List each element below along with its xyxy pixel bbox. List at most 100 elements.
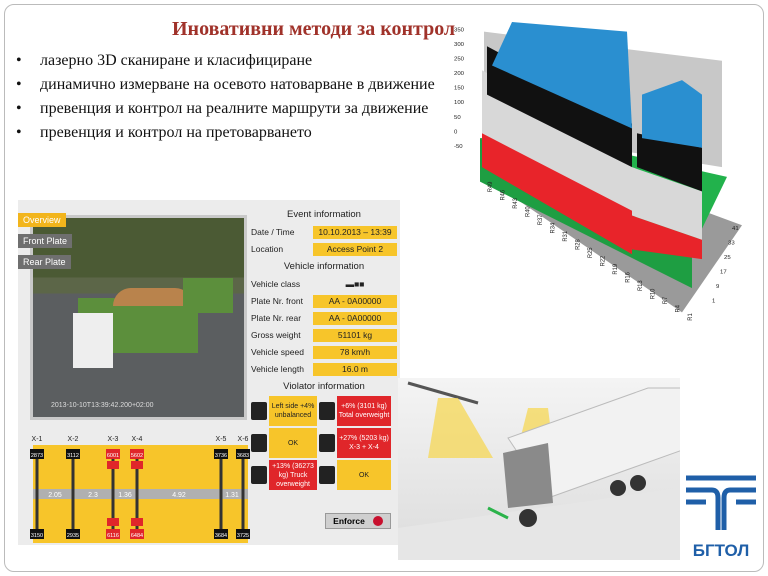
location-value: Access Point 2 [313,242,397,256]
axle-label: X-3 [108,436,119,443]
axle-label: X-1 [32,436,43,443]
row-tick-label: R13 [638,280,644,291]
trailer-icon [319,466,335,484]
cab-black [637,133,702,192]
col-tick-label: 1 [712,299,715,305]
top-layer [492,22,632,129]
axle-load-bottom [30,529,44,539]
tab-overview[interactable]: Overview [18,213,66,227]
slide-title: Иновативни методи за контрол [172,18,456,40]
tab-rear-plate[interactable]: Rear Plate [18,255,71,269]
violation-cell: OK [269,428,317,458]
row-tick-label: R46 [500,189,506,200]
wim-system-panel: 2013-10-10T13:39:42.200+02:00 Overview F… [18,200,400,545]
row-tick-label: R10 [650,288,656,299]
violation-cell: +6% (3101 kg) Total overweight [337,396,391,426]
z-tick-label: 100 [454,100,465,106]
slide-frame [4,4,764,572]
wim-station-render [398,378,689,560]
axle-load-bottom [130,529,144,539]
logo-text: БГТОЛ [693,541,750,560]
z-tick-label: 50 [454,115,461,121]
row-tick-label: R22 [600,256,606,267]
axle-load-top [66,449,80,459]
row-tick-label: R7 [663,297,669,304]
tab-front-plate[interactable]: Front Plate [18,234,73,248]
row-tick-label: R49 [488,182,494,193]
axle-group-icon [319,434,335,452]
axle-bottom-value: 3684 [215,533,227,539]
axle-load-top [30,449,44,459]
axle-label: X-4 [132,436,143,443]
row-tick-label: R31 [563,231,569,242]
row-tick-label: R28 [575,239,581,250]
speed-value: 78 km/h [313,345,397,359]
axle-bottom-value: 2935 [67,533,79,539]
speed-label: Vehicle speed [251,347,304,357]
overweight-marker [131,461,143,469]
violation-cell: +27% (5203 kg) X-3 + X-4 [337,428,391,458]
axle-top-value: 5602 [131,453,143,459]
vehicle-heading: Vehicle information [283,261,365,272]
overweight-marker [107,518,119,526]
axle-distance: 2.05 [48,492,62,499]
axle-bottom-value: 3150 [31,533,43,539]
row-tick-label: R34 [550,222,556,233]
row-tick-label: R16 [625,271,631,282]
plate-rear-value: AA - 0A00000 [313,311,397,325]
axle-label: X-6 [238,436,249,443]
axle-top-value: 6001 [107,453,119,459]
camera-view: 2013-10-10T13:39:42.200+02:00 [30,215,247,420]
axle-top-value: 2873 [31,453,43,459]
col-tick-label: 41 [732,226,739,232]
axle-top-value: 3736 [215,453,227,459]
enforce-button[interactable]: Enforce [325,513,391,529]
gross-label: Gross weight [251,330,301,340]
row-tick-label: R19 [613,264,619,275]
bullet-list: лазерно 3D сканиране и класифициране дин… [14,50,444,146]
z-tick-label: 250 [454,57,465,63]
event-heading: Event information [287,209,361,220]
plate-rear-label: Plate Nr. rear [251,313,302,323]
bullet-item: превенция и контрол на претоварването [14,122,444,144]
row-tick-label: R1 [688,313,694,320]
col-tick-label: 9 [716,284,719,290]
enforce-label: Enforce [333,516,365,526]
bullet-item: превенция и контрол на реалните маршрути… [14,98,444,120]
alert-icon [372,516,383,526]
z-tick-label: 200 [454,71,465,77]
col-tick-label: 25 [724,255,731,261]
axle-label: X-2 [68,436,79,443]
row-tick-label: R37 [538,215,544,226]
axle-top-value: 3683 [237,453,249,459]
truck-icon [251,466,267,484]
length-label: Vehicle length [251,364,304,374]
axle-bottom-value: 3725 [237,533,249,539]
z-tick-label: -50 [454,144,463,150]
axle-icon [251,434,267,452]
row-tick-label: R25 [588,247,594,258]
side-balance-icon [251,402,267,420]
axle-load-top [236,449,250,459]
plate-front-label: Plate Nr. front [251,296,303,306]
axle-distance: 2.3 [88,492,98,499]
row-tick-label: R43 [513,197,519,208]
col-tick-label: 17 [720,270,727,276]
axle-load-bottom [106,529,120,539]
bullet-item: лазерно 3D сканиране и класифициране [14,50,444,72]
axle-distance: 4.92 [172,492,186,499]
z-tick-label: 300 [454,42,465,48]
axle-load-bottom [236,529,250,539]
z-tick-label: 350 [454,28,465,34]
length-value: 16.0 m [313,362,397,376]
z-tick-label: 0 [454,129,458,135]
bgtol-logo: БГТОЛ [682,468,760,563]
location-label: Location [251,244,284,254]
total-weight-icon [319,402,335,420]
cab-red [632,215,702,260]
axle-distance: 1.31 [225,492,239,499]
plate-front-value: AA - 0A00000 [313,294,397,308]
axle-load-bottom [214,529,228,539]
